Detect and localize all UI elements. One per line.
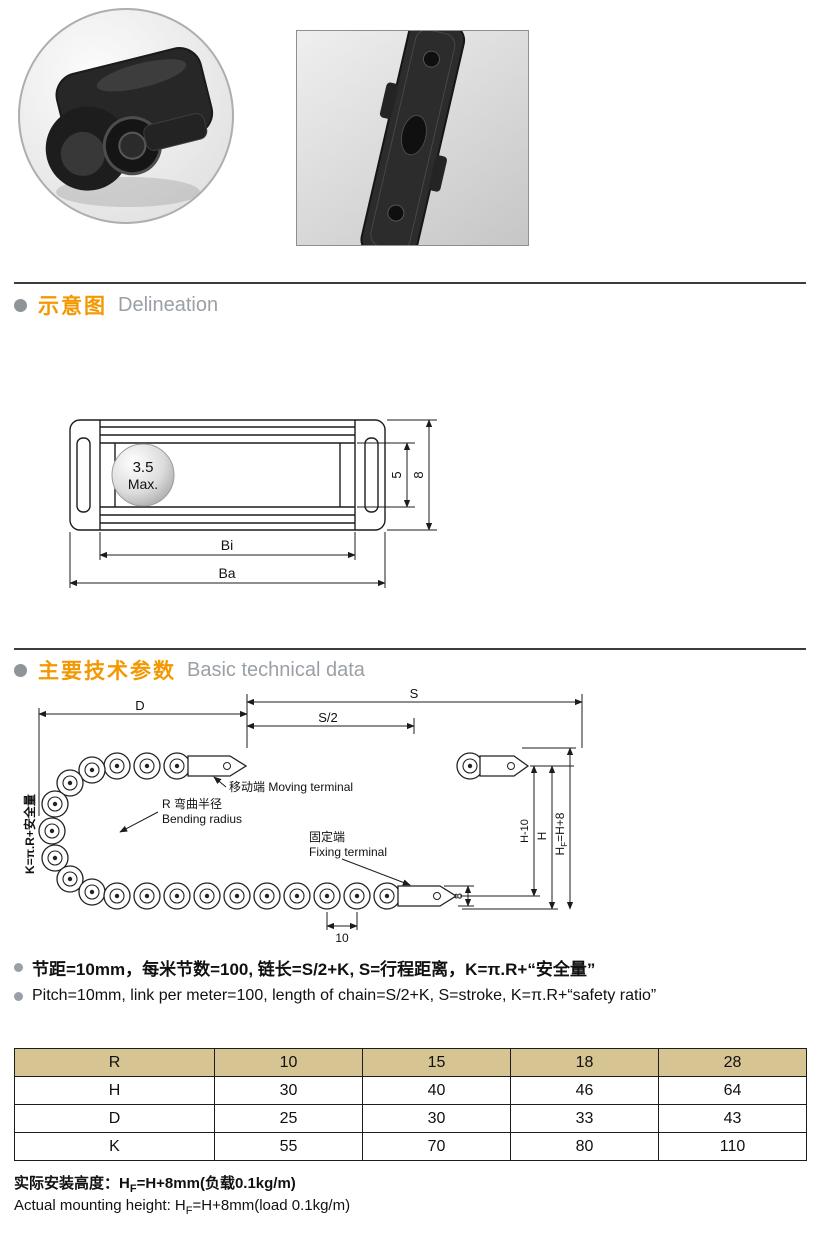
moving-terminal-label: 移动端 Moving terminal xyxy=(229,780,353,794)
ball-size-label: 3.5 xyxy=(133,459,154,476)
note-bullet-icon xyxy=(14,963,23,972)
table-cell: 80 xyxy=(510,1132,659,1161)
table-cell: 28 xyxy=(658,1048,807,1077)
table-row: K 55 70 80 110 xyxy=(14,1132,807,1161)
note-text-en: Pitch=10mm, link per meter=100, length o… xyxy=(32,987,657,1004)
section-delineation-header: 示意图 Delineation xyxy=(14,292,218,318)
table-row-label: D xyxy=(14,1104,215,1133)
fixing-terminal-label-en: Fixing terminal xyxy=(309,845,387,859)
footer-text: =H+8mm(负载0.1kg/m) xyxy=(136,1175,296,1192)
delineation-drawing: 3.5 Max. 5 8 Bi Ba xyxy=(69,419,437,588)
moving-end-hole xyxy=(507,762,515,770)
table-cell: 70 xyxy=(362,1132,511,1161)
bending-radius-label-en: Bending radius xyxy=(162,812,242,826)
dim-outer-height-label: 8 xyxy=(411,471,426,478)
divider-top xyxy=(14,282,806,284)
table-cell: 55 xyxy=(214,1132,363,1161)
product-photo-closeup xyxy=(18,8,234,224)
product-photo-segment xyxy=(296,30,529,246)
table-cell: 43 xyxy=(658,1104,807,1133)
table-row: D 25 30 33 43 xyxy=(14,1104,807,1133)
divider-middle xyxy=(14,648,806,650)
mounting-height-note-en: Actual mounting height: HF=H+8mm(load 0.… xyxy=(14,1197,350,1217)
section-title-en: Basic technical data xyxy=(187,658,365,681)
chain-segment-photo-graphic xyxy=(360,31,466,245)
k-formula-label: K=π.R+安全量 xyxy=(22,794,37,874)
dim-8-label: 8 xyxy=(453,893,465,899)
note-bullet-icon xyxy=(14,991,23,1001)
fixing-terminal-hole xyxy=(433,892,441,900)
ball-max-label: Max. xyxy=(128,476,158,492)
moving-end-bracket xyxy=(479,755,530,777)
table-cell: 110 xyxy=(658,1132,807,1161)
dim-10-label: 10 xyxy=(335,931,349,945)
section-title-en: Delineation xyxy=(118,293,219,316)
dim-inner-height-label: 5 xyxy=(389,471,404,478)
max-cable-ball xyxy=(111,443,175,507)
diagram-dimension-lines xyxy=(38,694,583,930)
dim-s-label: S xyxy=(410,686,419,701)
carrier-cross-section xyxy=(69,419,386,531)
note-text-zh: 节距=10mm，每米节数=100, 链长=S/2+K, S=行程距离，K=π.R… xyxy=(32,960,596,979)
section-bullet-icon xyxy=(14,298,27,312)
dim-bi-label: Bi xyxy=(221,537,233,553)
delineation-figure: 3.5 Max. 5 8 Bi Ba xyxy=(55,400,455,605)
section-technical-header: 主要技术参数 Basic technical data xyxy=(14,657,365,683)
section-title-zh: 主要技术参数 xyxy=(38,660,176,683)
dim-h-label: H xyxy=(535,832,549,841)
table-cell: 30 xyxy=(214,1076,363,1105)
bending-diagram-figure: S D S/2 10 8 H-10 H HF=H+8 移动端 Moving te… xyxy=(22,686,602,953)
dim-ba-label: Ba xyxy=(218,565,235,581)
section-bullet-icon xyxy=(14,663,27,677)
table-cell: 10 xyxy=(214,1048,363,1077)
bending-diagram: S D S/2 10 8 H-10 H HF=H+8 移动端 Moving te… xyxy=(22,686,583,945)
moving-terminal-bracket xyxy=(187,755,248,777)
table-cell: 64 xyxy=(658,1076,807,1105)
table-cell: 30 xyxy=(362,1104,511,1133)
footer-text: =H+8mm(load 0.1kg/m) xyxy=(192,1197,351,1214)
table-row-label: K xyxy=(14,1132,215,1161)
note-pitch-en: Pitch=10mm, link per meter=100, length o… xyxy=(14,987,656,1005)
table-cell: 25 xyxy=(214,1104,363,1133)
footer-text: Actual mounting height: H xyxy=(14,1197,186,1214)
section-title-zh: 示意图 xyxy=(38,295,107,318)
dim-s-half-label: S/2 xyxy=(318,710,338,725)
dim-d-label: D xyxy=(135,698,144,713)
mounting-height-note-zh: 实际安装高度：HF=H+8mm(负载0.1kg/m) xyxy=(14,1172,296,1195)
table-row-label: H xyxy=(14,1076,215,1105)
table-row: R 10 15 18 28 xyxy=(14,1048,807,1077)
chain-link-photo-graphic xyxy=(45,47,214,207)
table-cell: 46 xyxy=(510,1076,659,1105)
footer-sub: F xyxy=(185,1205,193,1217)
table-cell: 18 xyxy=(510,1048,659,1077)
bending-radius-label-zh: R 弯曲半径 xyxy=(162,796,222,811)
note-pitch-zh: 节距=10mm，每米节数=100, 链长=S/2+K, S=行程距离，K=π.R… xyxy=(14,955,595,980)
dimension-lines xyxy=(69,419,437,588)
fixing-terminal-label-zh: 固定端 xyxy=(309,829,345,844)
table-cell: 33 xyxy=(510,1104,659,1133)
dim-hf-label: HF=H+8 xyxy=(553,812,569,855)
dim-h10-label: H-10 xyxy=(519,819,531,843)
table-cell: 40 xyxy=(362,1076,511,1105)
fixing-terminal-bracket xyxy=(397,885,458,907)
spec-table: R 10 15 18 28 H 30 40 46 64 D 25 30 33 4… xyxy=(14,1048,807,1161)
table-row: H 30 40 46 64 xyxy=(14,1076,807,1105)
footer-text: 实际安装高度：H xyxy=(14,1175,130,1192)
table-row-label: R xyxy=(14,1048,215,1077)
footer-sub: F xyxy=(129,1183,137,1195)
moving-terminal-hole xyxy=(223,762,231,770)
table-cell: 15 xyxy=(362,1048,511,1077)
